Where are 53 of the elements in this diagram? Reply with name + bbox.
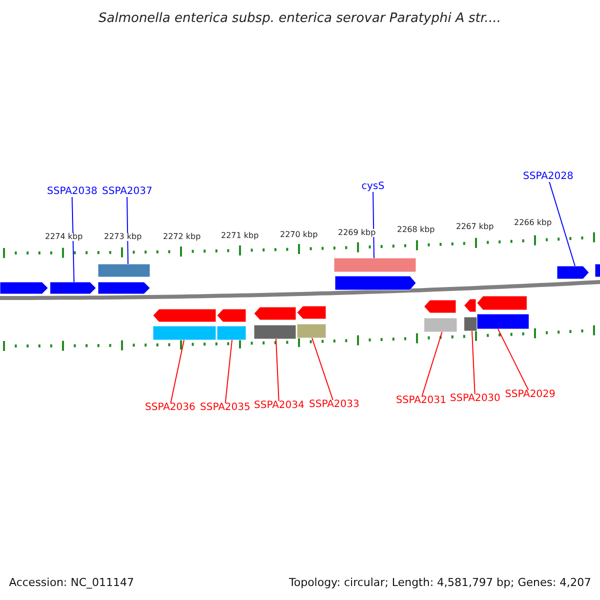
gene-label: SSPA2035 bbox=[200, 403, 250, 413]
feature-bar bbox=[476, 314, 530, 330]
gene-label: SSPA2034 bbox=[254, 401, 304, 411]
feature-bar bbox=[296, 324, 326, 338]
gene-feature bbox=[254, 306, 296, 320]
gene-feature bbox=[296, 306, 326, 320]
leader-line bbox=[472, 330, 476, 394]
gene-label: SSPA2033 bbox=[309, 400, 360, 410]
gene-label: cysS bbox=[362, 182, 384, 192]
scale-label: 2267 kbp bbox=[456, 223, 494, 231]
gene-label: SSPA2038 bbox=[47, 187, 98, 197]
gene-label: SSPA2029 bbox=[505, 390, 556, 400]
leader-line bbox=[548, 182, 576, 266]
feature-bar bbox=[464, 316, 478, 332]
scale-label: 2272 kbp bbox=[163, 233, 201, 241]
scale-label: 2270 kbp bbox=[280, 231, 318, 239]
feature-bar bbox=[216, 326, 246, 340]
gene-feature bbox=[334, 276, 416, 290]
leader-line bbox=[170, 340, 184, 404]
gene-label: SSPA2030 bbox=[450, 394, 500, 404]
scale-label: 2271 kbp bbox=[221, 232, 259, 240]
gene-feature bbox=[0, 282, 48, 294]
gene-label: SSPA2036 bbox=[145, 403, 196, 413]
feature-bar bbox=[254, 324, 296, 340]
gene-label: SSPA2037 bbox=[102, 187, 152, 197]
gene-feature bbox=[216, 308, 246, 322]
summary-text: Topology: circular; Length: 4,581,797 bp; Genes: 4,207 bbox=[289, 576, 592, 588]
title: Salmonella enterica subsp. enterica serovar Paratyphi A str.... bbox=[98, 12, 502, 24]
leader-line bbox=[498, 328, 529, 390]
leader-line bbox=[224, 340, 232, 404]
leader-line bbox=[312, 338, 334, 400]
feature-bar bbox=[152, 326, 216, 340]
leader-line bbox=[422, 332, 442, 396]
gene-feature bbox=[594, 264, 600, 278]
gene-feature bbox=[556, 266, 590, 280]
feature-bar bbox=[424, 318, 458, 332]
gene-feature bbox=[50, 282, 96, 294]
gene-feature bbox=[98, 282, 150, 294]
accession-text: Accession: NC_011147 bbox=[9, 576, 134, 588]
gene-label: SSPA2028 bbox=[523, 172, 574, 182]
leader-line bbox=[276, 338, 280, 402]
scale-label: 2268 kbp bbox=[397, 226, 435, 234]
leader-line bbox=[72, 196, 74, 282]
feature-bar bbox=[98, 264, 150, 278]
scale-label: 2274 kbp bbox=[45, 233, 83, 241]
leader-line bbox=[372, 192, 374, 258]
gene-label: SSPA2031 bbox=[396, 396, 446, 406]
gene-feature bbox=[424, 300, 456, 314]
scale-label: 2273 kbp bbox=[104, 233, 142, 241]
scale-label: 2269 kbp bbox=[338, 229, 376, 237]
leader-line bbox=[126, 196, 128, 264]
scale-label: 2266 kbp bbox=[514, 219, 552, 227]
feature-bar bbox=[334, 258, 416, 272]
